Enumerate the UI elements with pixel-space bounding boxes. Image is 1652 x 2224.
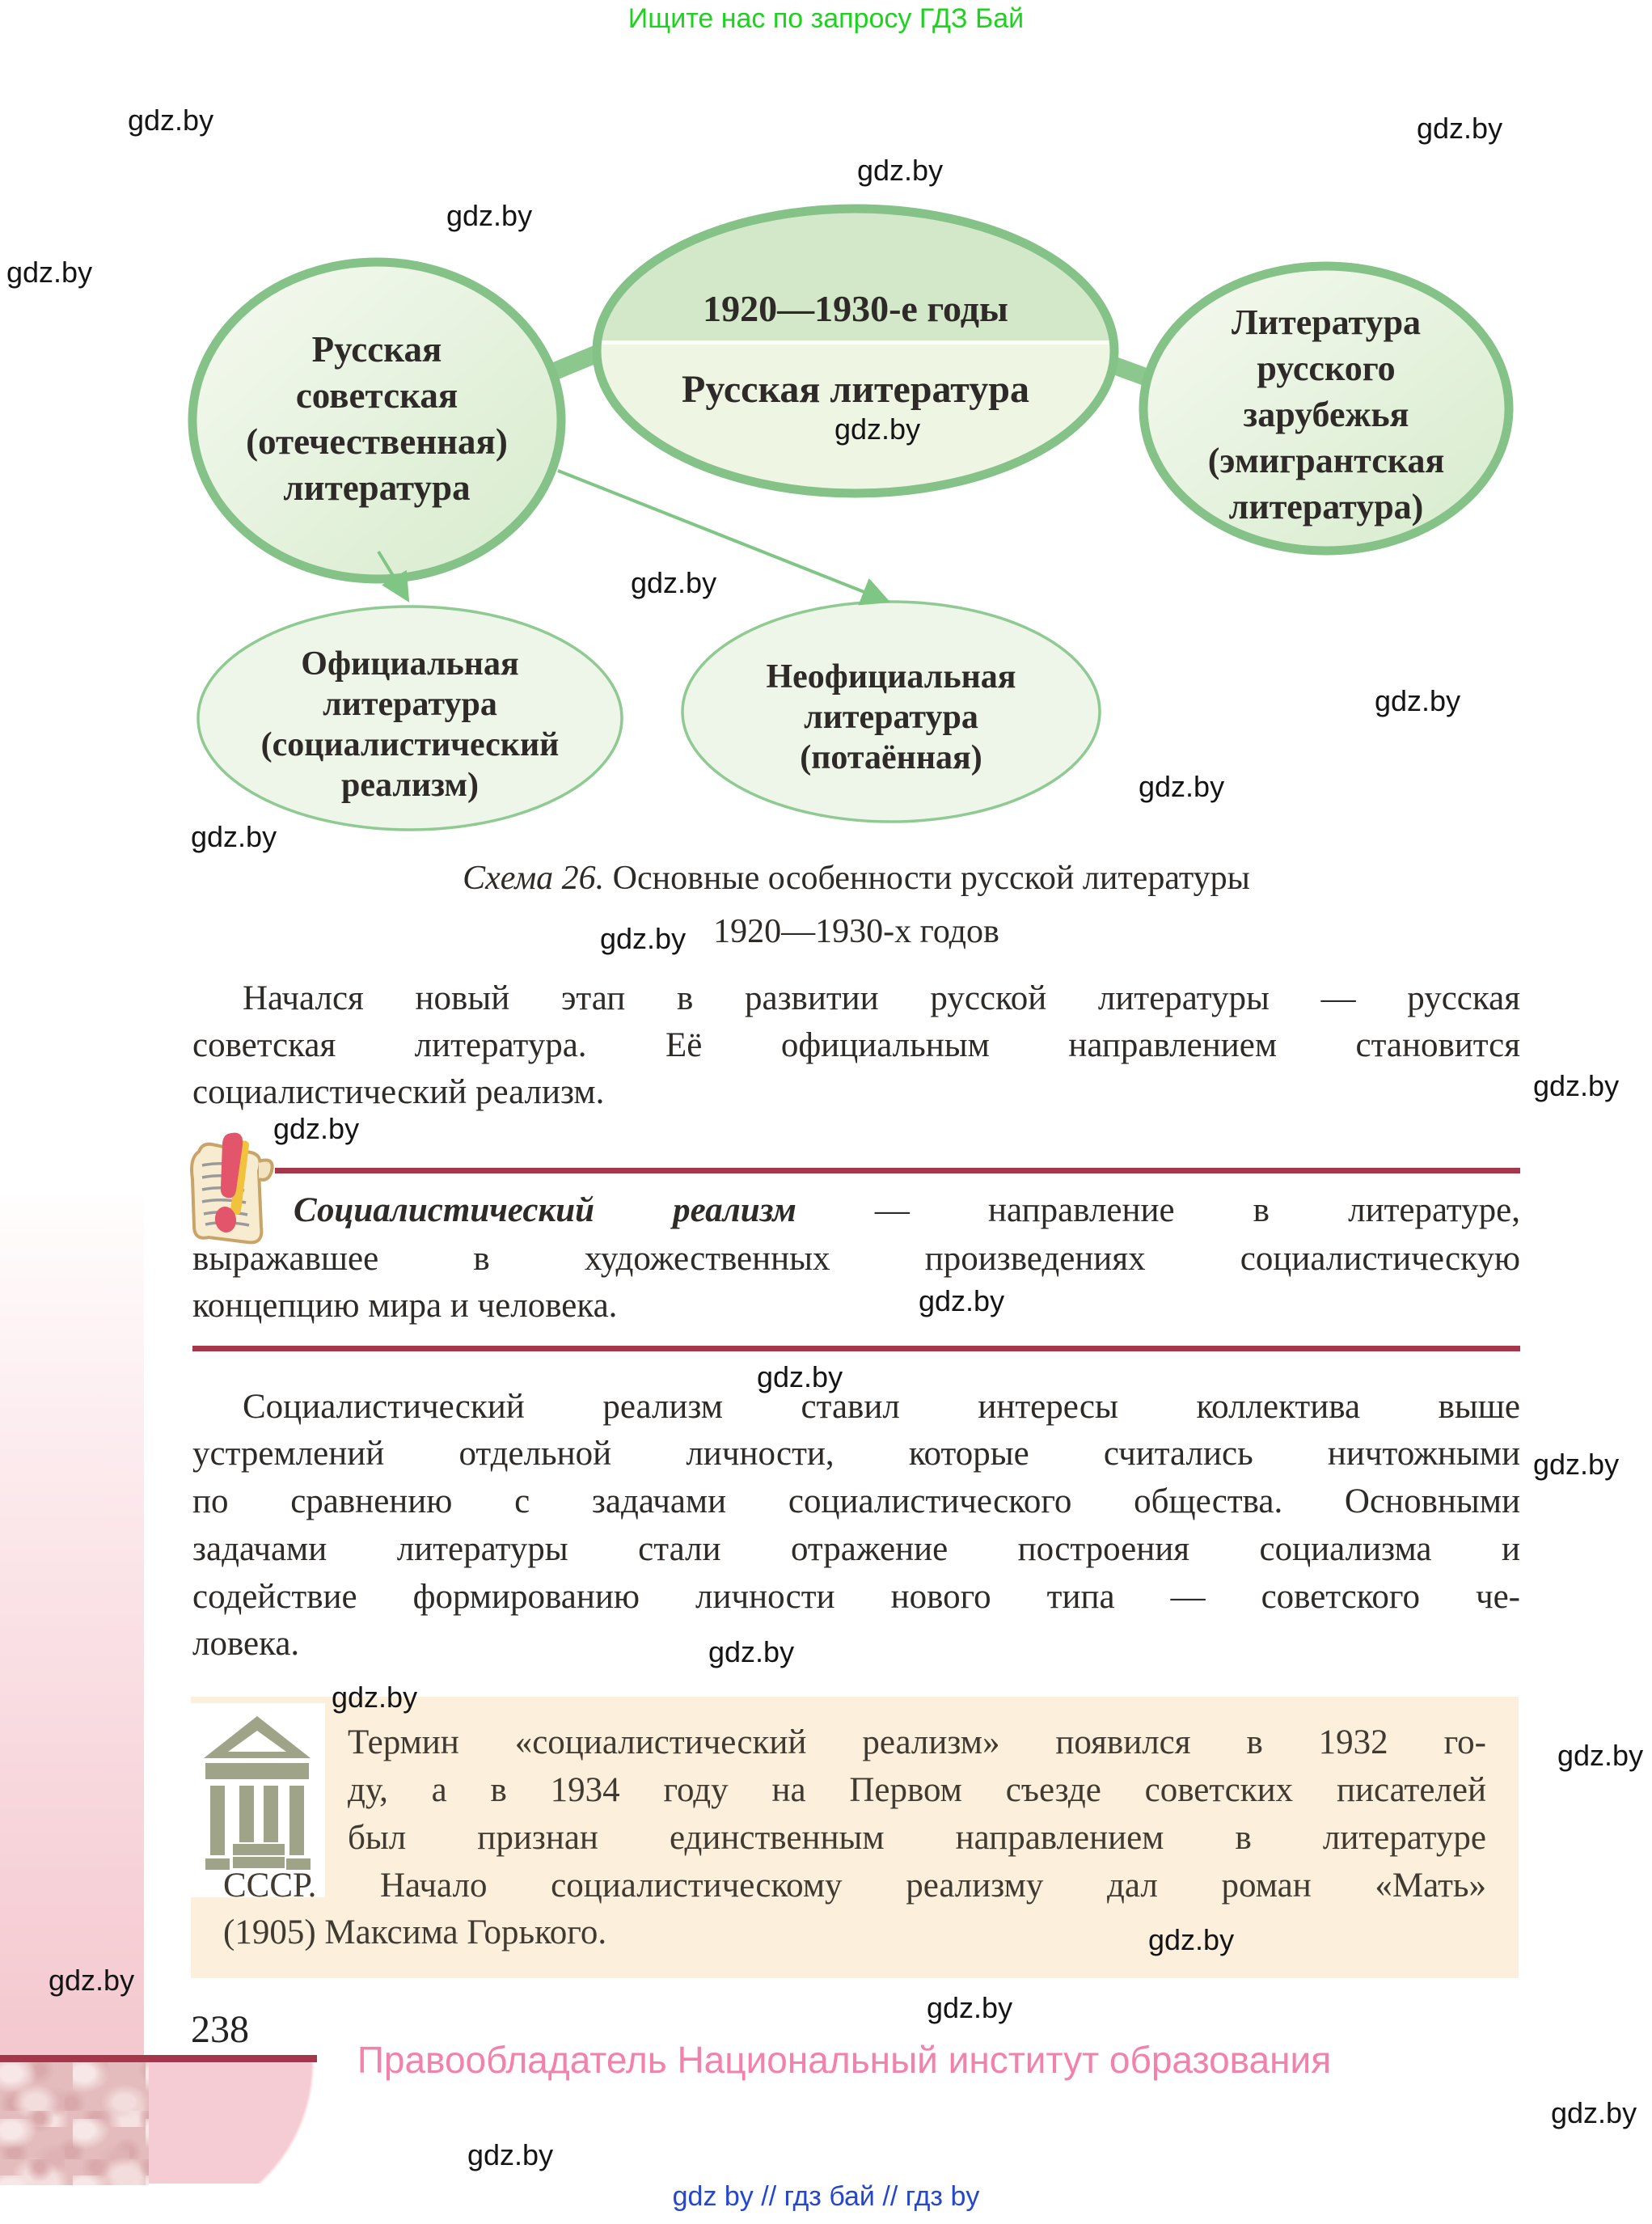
watermark-gdz: gdz.by <box>1148 1923 1235 1956</box>
ellipse-right <box>1139 261 1514 556</box>
scroll-exclamation-icon <box>190 1132 274 1245</box>
pink-curve-decor <box>149 2062 319 2184</box>
footer-rule <box>0 2055 317 2062</box>
page-number: 238 <box>191 2008 249 2051</box>
watermark-gdz: gdz.by <box>834 412 921 446</box>
temple-icon <box>204 1716 311 1870</box>
watermark-gdz: gdz.by <box>631 566 717 599</box>
watermark-gdz: gdz.by <box>600 922 687 955</box>
watermark-gdz: gdz.by <box>1557 1739 1644 1772</box>
history-infobox <box>191 1697 1519 1978</box>
scheme-caption-line2: 1920—1930-х годов <box>713 913 999 950</box>
watermark-gdz: gdz.by <box>6 256 93 289</box>
label-emigrant-literature: Литература русского зарубежья (эмигрантс… <box>1207 302 1445 526</box>
scheme-26-diagram <box>188 204 1514 831</box>
footer-links: gdz by // гдз бай // гдз by <box>672 2181 980 2212</box>
label-russian-literature: Русская литература <box>682 368 1029 411</box>
watermark-gdz: gdz.by <box>919 1284 1005 1317</box>
watermark-gdz: gdz.by <box>446 199 533 232</box>
watermark-gdz: gdz.by <box>332 1681 418 1714</box>
ellipse-bottom-right <box>681 600 1101 823</box>
watermark-gdz: gdz.by <box>191 820 277 853</box>
watermark-gdz: gdz.by <box>467 2138 554 2171</box>
watermark-gdz: gdz.by <box>273 1112 360 1145</box>
sidebar-gradient <box>0 1197 144 2056</box>
watermark-gdz: gdz.by <box>1375 684 1461 717</box>
copyright-line: Правообладатель Национальный институт об… <box>357 2039 1332 2081</box>
label-official-literature: Официальная литература (социалистический… <box>260 645 560 804</box>
watermark-gdz: gdz.by <box>857 154 944 187</box>
promo-banner: Ищите нас по запросу ГДЗ Бай <box>627 3 1025 34</box>
ellipse-bottom-left <box>196 605 623 831</box>
label-unofficial-literature: Неофициальная литература (потаённая) <box>766 658 1016 776</box>
label-years: 1920—1930-е годы <box>703 288 1008 329</box>
ellipse-center <box>592 204 1119 498</box>
marble-texture <box>0 2062 149 2185</box>
watermark-gdz: gdz.by <box>1533 1069 1620 1102</box>
watermark-gdz: gdz.by <box>927 1991 1013 2024</box>
ellipse-left <box>188 257 566 584</box>
watermark-gdz: gdz.by <box>1417 112 1503 145</box>
watermark-gdz: gdz.by <box>1551 2096 1637 2129</box>
watermark-gdz: gdz.by <box>1139 770 1225 803</box>
watermark-gdz: gdz.by <box>708 1635 795 1668</box>
definition-term: Социалистический реализм <box>294 1191 796 1229</box>
scheme-caption: Схема 26. Основные особенности русской л… <box>463 860 1250 897</box>
definition-rule-bottom <box>192 1346 1520 1351</box>
arrow-to-unofficial <box>557 469 891 606</box>
definition-rule-top <box>275 1168 1520 1173</box>
watermark-gdz: gdz.by <box>1533 1448 1620 1481</box>
watermark-gdz: gdz.by <box>128 104 214 137</box>
watermark-gdz: gdz.by <box>757 1360 843 1393</box>
arrow-to-official <box>377 550 410 603</box>
label-russian-soviet-literature: Русская советская (отечественная) литера… <box>246 329 508 508</box>
watermark-gdz: gdz.by <box>49 1964 135 1997</box>
